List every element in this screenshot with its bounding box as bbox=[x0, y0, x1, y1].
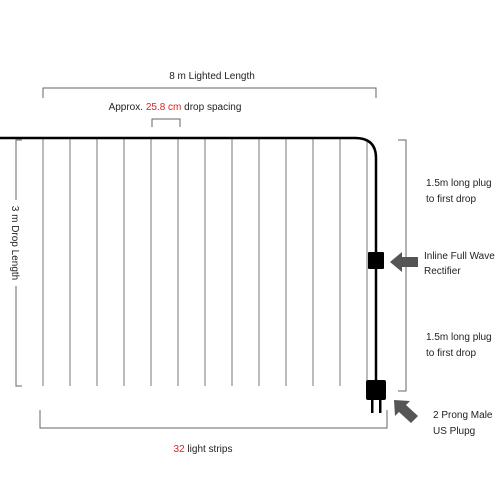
rectifier-box bbox=[368, 252, 384, 269]
lighted-length-label: 8 m Lighted Length bbox=[169, 71, 255, 82]
drop-spacing-label: Approx. 25.8 cm drop spacing bbox=[109, 102, 242, 113]
plug bbox=[366, 380, 386, 413]
plug-prong-left bbox=[371, 400, 374, 413]
main-cable bbox=[0, 136, 378, 382]
rectifier-arrow bbox=[390, 252, 418, 272]
plug-lead-top-label: 1.5m long plug to first drop bbox=[426, 178, 494, 205]
drop-spacing-value: 25.8 cm bbox=[146, 102, 182, 113]
plug-body bbox=[366, 380, 386, 400]
drop-length-dimension: 3 m Drop Length bbox=[9, 139, 23, 387]
drop-spacing-dimension: Approx. 25.8 cm drop spacing bbox=[109, 102, 242, 127]
drop-length-label: 3 m Drop Length bbox=[9, 206, 20, 281]
plug-lead-bottom-label: 1.5m long plug to first drop bbox=[426, 332, 494, 359]
plug-label: 2 Prong Male US Plupg bbox=[433, 410, 495, 437]
strips-dimension: 32 light strips bbox=[39, 410, 388, 455]
plug-prong-right bbox=[379, 400, 382, 413]
strips-count: 32 bbox=[174, 444, 186, 455]
plug-arrow bbox=[394, 400, 418, 423]
lighted-length-dimension: 8 m Lighted Length bbox=[42, 68, 377, 98]
light-drops bbox=[42, 139, 368, 386]
rectifier-label: Inline Full Wave Rectifier bbox=[424, 251, 498, 277]
strips-label: 32 light strips bbox=[174, 444, 233, 455]
